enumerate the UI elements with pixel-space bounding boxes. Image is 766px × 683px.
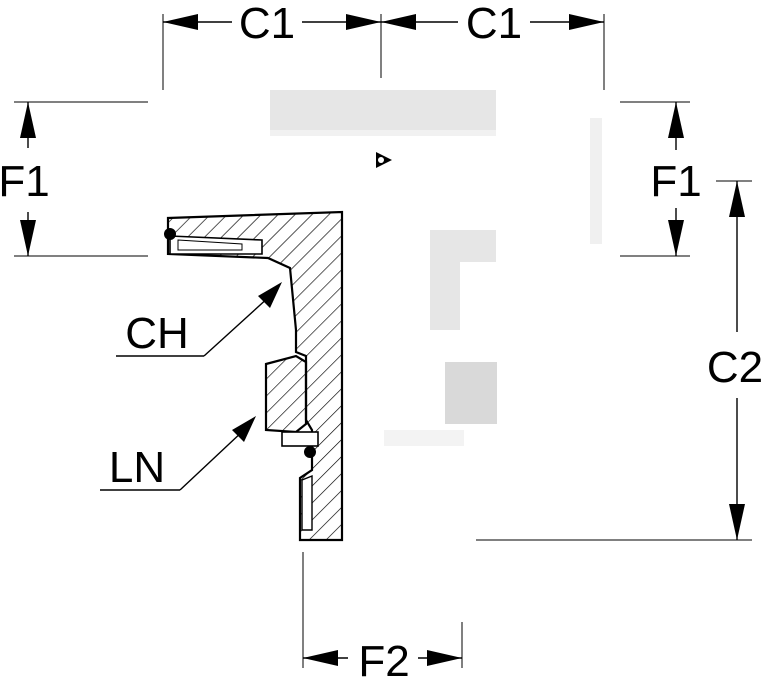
o-ring-run (164, 228, 176, 240)
leader-ln: LN (100, 416, 256, 492)
dimension-f1-left: F1 (0, 101, 148, 257)
dimension-c2: C2 (476, 180, 763, 541)
body-section (166, 210, 344, 542)
backup-washer (281, 431, 319, 447)
section-cutaway (164, 210, 344, 542)
dimension-c1-right: C1 (381, 0, 604, 48)
leader-ch: CH (116, 282, 282, 358)
dimension-c1-left: C1 (163, 0, 381, 48)
branch-shade (430, 230, 496, 330)
locknut-flat (445, 362, 497, 424)
dimension-f1-right: F1 (620, 101, 702, 257)
dunlop-logo-icon (376, 152, 392, 168)
c1-left-label: C1 (239, 0, 295, 48)
locknut-section (264, 354, 308, 434)
o-ring-stud (304, 446, 316, 458)
c2-label: C2 (707, 343, 763, 392)
f1-left-label: F1 (0, 157, 50, 206)
stud-end (384, 446, 464, 540)
f1-right-label: F1 (650, 157, 701, 206)
ch-label: CH (125, 309, 189, 358)
dimension-f2: F2 (302, 552, 463, 683)
f2-label: F2 (358, 637, 409, 683)
top-boss (270, 90, 496, 130)
fitting-body (165, 90, 602, 540)
c1-right-label: C1 (466, 0, 522, 48)
ln-label: LN (109, 443, 165, 492)
